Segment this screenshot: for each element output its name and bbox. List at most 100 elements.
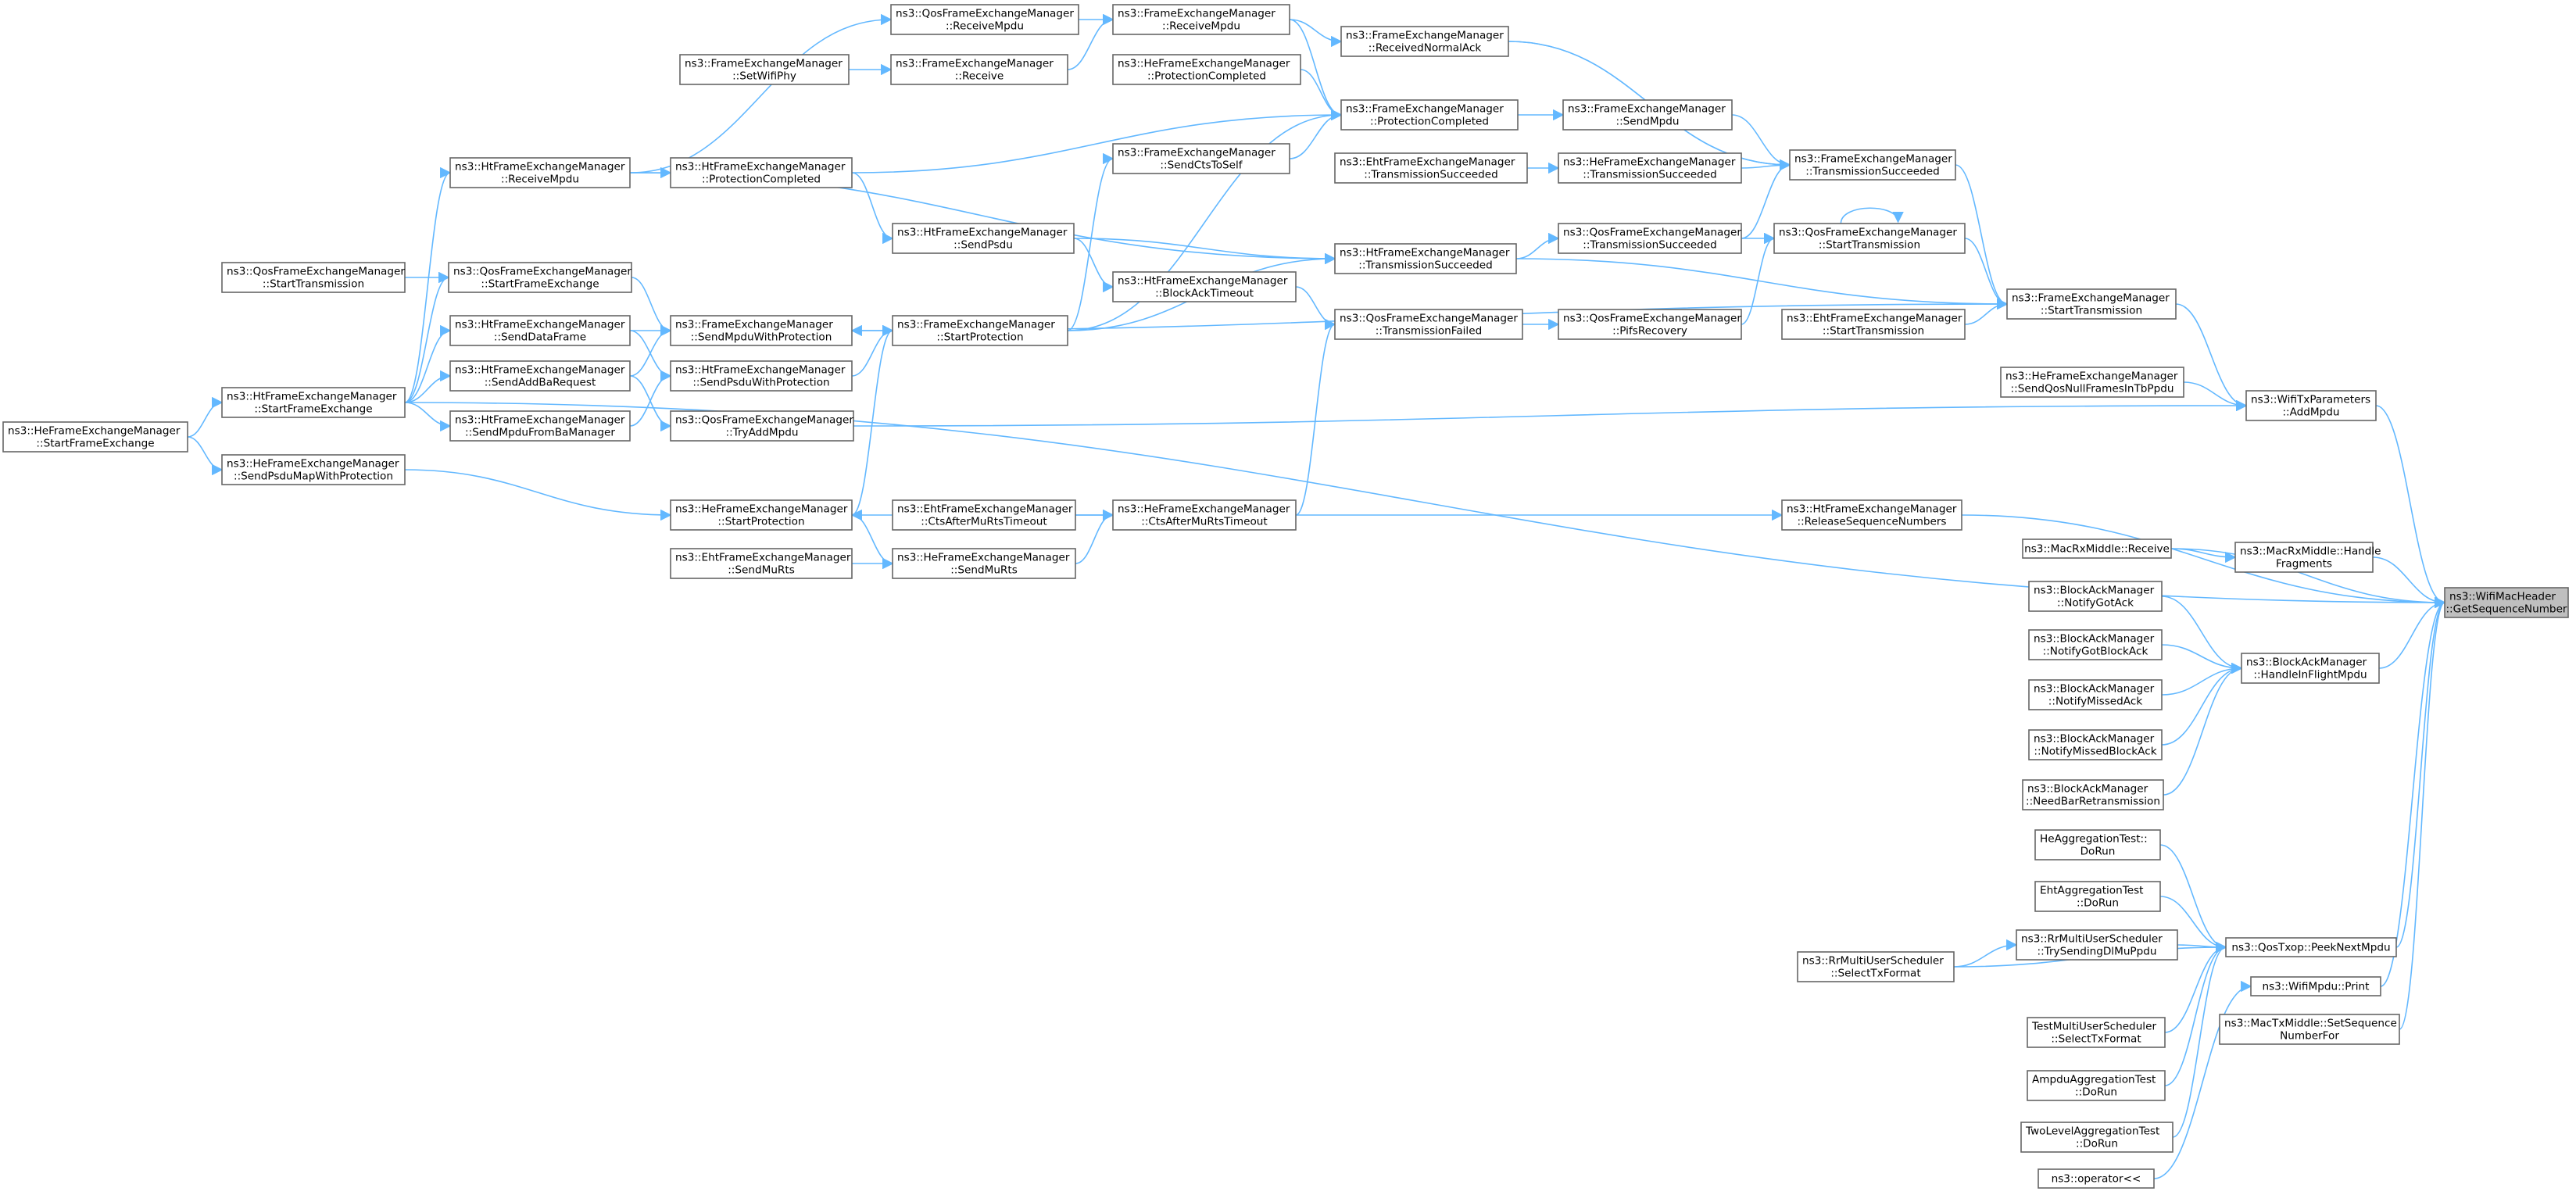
graph-node-fem-sp[interactable]: ns3::FrameExchangeManager::StartProtecti… bbox=[892, 315, 1068, 346]
edge-wtp-am-to-root bbox=[2375, 405, 2446, 609]
graph-node-ehtfem-camrt[interactable]: ns3::EhtFrameExchangeManager::CtsAfterMu… bbox=[892, 499, 1076, 531]
node-label-line: ns3::WifiMpdu::Print bbox=[2262, 981, 2369, 993]
graph-node-root[interactable]: ns3::WifiMacHeader::GetSequenceNumber bbox=[2444, 587, 2569, 618]
graph-node-rrmus-tsdmp[interactable]: ns3::RrMultiUserScheduler::TrySendingDlM… bbox=[2016, 929, 2178, 961]
edge-htfem-sfe-to-qfem-sfe bbox=[404, 271, 450, 403]
graph-node-qfem-tam[interactable]: ns3::QosFrameExchangeManager::TryAddMpdu bbox=[670, 410, 854, 442]
graph-node-qfem-pifs[interactable]: ns3::QosFrameExchangeManager::PifsRecove… bbox=[1558, 309, 1742, 340]
graph-node-fem-rmpdu[interactable]: ns3::FrameExchangeManager::ReceiveMpdu bbox=[1112, 4, 1290, 35]
graph-node-ehtat-dorun[interactable]: EhtAggregationTest::DoRun bbox=[2034, 881, 2161, 912]
graph-node-hefem-sp[interactable]: ns3::HeFrameExchangeManager::StartProtec… bbox=[670, 499, 853, 531]
graph-node-hefem-ts[interactable]: ns3::HeFrameExchangeManager::Transmissio… bbox=[1558, 152, 1742, 184]
graph-node-htfem-sendpsdu[interactable]: ns3::HtFrameExchangeManager::SendPsdu bbox=[892, 223, 1075, 254]
graph-node-rrmus-stf[interactable]: ns3::RrMultiUserScheduler::SelectTxForma… bbox=[1797, 951, 1955, 982]
edge-htfem-bat-to-qfem-tf bbox=[1295, 286, 1336, 331]
graph-node-hefem-spmwp[interactable]: ns3::HeFrameExchangeManager::SendPsduMap… bbox=[221, 454, 406, 485]
graph-node-bam-nbr[interactable]: ns3::BlockAckManager::NeedBarRetransmiss… bbox=[2022, 779, 2164, 810]
graph-node-qtxop-pnm[interactable]: ns3::QosTxop::PeekNextMpdu bbox=[2225, 937, 2397, 957]
node-box bbox=[2022, 538, 2172, 559]
edge-htfem-saddba-to-qfem-tam bbox=[629, 375, 672, 432]
graph-node-htfem-bat[interactable]: ns3::HtFrameExchangeManager::BlockAckTim… bbox=[1112, 271, 1297, 302]
graph-node-bam-ngba[interactable]: ns3::BlockAckManager::NotifyGotBlockAck bbox=[2028, 629, 2163, 660]
node-box bbox=[892, 223, 1075, 254]
graph-node-fem-sendmpdu[interactable]: ns3::FrameExchangeManager::SendMpdu bbox=[1562, 99, 1733, 131]
graph-node-ehtfem-st[interactable]: ns3::EhtFrameExchangeManager::StartTrans… bbox=[1781, 309, 1966, 340]
graph-node-bam-hifm[interactable]: ns3::BlockAckManager::HandleInFlightMpdu bbox=[2241, 653, 2380, 684]
graph-node-htfem-sdf[interactable]: ns3::HtFrameExchangeManager::SendDataFra… bbox=[449, 315, 631, 346]
graph-node-qfem-st2[interactable]: ns3::QosFrameExchangeManager::StartTrans… bbox=[221, 262, 406, 293]
graph-node-htfem-rmpdu[interactable]: ns3::HtFrameExchangeManager::ReceiveMpdu bbox=[449, 157, 631, 188]
node-box bbox=[1112, 499, 1297, 531]
graph-node-qfem-sfe[interactable]: ns3::QosFrameExchangeManager::StartFrame… bbox=[448, 262, 632, 293]
node-label-line: ns3::FrameExchangeManager bbox=[1346, 30, 1504, 42]
node-box bbox=[679, 54, 850, 85]
graph-node-fem-setphy[interactable]: ns3::FrameExchangeManager::SetWifiPhy bbox=[679, 54, 850, 85]
graph-node-hefem-camrt[interactable]: ns3::HeFrameExchangeManager::CtsAfterMuR… bbox=[1112, 499, 1297, 531]
node-label-line: ::ReceiveMpdu bbox=[501, 174, 579, 186]
graph-node-hefem-pc[interactable]: ns3::HeFrameExchangeManager::ProtectionC… bbox=[1112, 54, 1301, 85]
node-label-line: ns3::QosFrameExchangeManager bbox=[1779, 227, 1957, 239]
graph-node-tmus-stf[interactable]: TestMultiUserScheduler::SelectTxFormat bbox=[2027, 1017, 2166, 1048]
graph-node-htfem-smpdufba[interactable]: ns3::HtFrameExchangeManager::SendMpduFro… bbox=[449, 410, 631, 442]
graph-node-hefem-sfe[interactable]: ns3::HeFrameExchangeManager::StartFrameE… bbox=[2, 421, 188, 453]
graph-node-fem-smpduwp[interactable]: ns3::FrameExchangeManager::SendMpduWithP… bbox=[670, 315, 853, 346]
node-label-line: ns3::HtFrameExchangeManager bbox=[455, 319, 625, 331]
edge-htfem-rmpdu-to-qfem-rmpdu bbox=[629, 13, 893, 174]
graph-node-heat-dorun[interactable]: HeAggregationTest::DoRun bbox=[2034, 829, 2161, 860]
graph-node-fem-st[interactable]: ns3::FrameExchangeManager::StartTransmis… bbox=[2006, 288, 2177, 320]
graph-node-bam-nmba[interactable]: ns3::BlockAckManager::NotifyMissedBlockA… bbox=[2028, 729, 2163, 760]
graph-node-op-ll[interactable]: ns3::operator<< bbox=[2038, 1168, 2155, 1189]
graph-node-wmpdu-print[interactable]: ns3::WifiMpdu::Print bbox=[2250, 976, 2381, 996]
graph-node-tlat-dorun[interactable]: TwoLevelAggregationTest::DoRun bbox=[2020, 1122, 2174, 1153]
graph-node-htfem-spsduwp[interactable]: ns3::HtFrameExchangeManager::SendPsduWit… bbox=[670, 360, 853, 392]
graph-node-qfem-tf[interactable]: ns3::QosFrameExchangeManager::Transmissi… bbox=[1334, 309, 1523, 340]
node-label-line: ::SendPsduMapWithProtection bbox=[234, 470, 393, 483]
node-label-line: ::SendCtsToSelf bbox=[1160, 159, 1243, 172]
graph-node-htfem-pc[interactable]: ns3::HtFrameExchangeManager::ProtectionC… bbox=[670, 157, 853, 188]
edge-rrmus-stf-to-rrmus-tsdmp bbox=[1953, 939, 2018, 968]
graph-node-bam-nma[interactable]: ns3::BlockAckManager::NotifyMissedAck bbox=[2028, 679, 2163, 710]
node-label-line: ::NotifyGotBlockAck bbox=[2043, 646, 2148, 658]
node-label-line: ns3::HeFrameExchangeManager bbox=[227, 458, 399, 470]
edge-fem-recv-to-fem-rmpdu bbox=[1067, 13, 1114, 70]
graph-node-wtp-am[interactable]: ns3::WifiTxParameters::AddMpdu bbox=[2245, 390, 2377, 421]
graph-node-mrm-recv[interactable]: ns3::MacRxMiddle::Receive bbox=[2022, 538, 2172, 559]
node-label-line: ::DoRun bbox=[2077, 897, 2119, 910]
graph-node-ehtfem-ts[interactable]: ns3::EhtFrameExchangeManager::Transmissi… bbox=[1334, 152, 1528, 184]
node-label-line: TwoLevelAggregationTest bbox=[2025, 1125, 2159, 1138]
graph-node-bam-nga[interactable]: ns3::BlockAckManager::NotifyGotAck bbox=[2028, 581, 2163, 612]
graph-node-htfem-rsn[interactable]: ns3::HtFrameExchangeManager::ReleaseSequ… bbox=[1781, 499, 1962, 531]
graph-node-fem-ts[interactable]: ns3::FrameExchangeManager::TransmissionS… bbox=[1789, 149, 1956, 181]
node-label-line: ns3::WifiMacHeader bbox=[2449, 591, 2556, 603]
node-box bbox=[449, 410, 631, 442]
graph-node-htfem-sfe[interactable]: ns3::HtFrameExchangeManager::StartFrameE… bbox=[221, 387, 406, 418]
node-label-line: ::SelectTxFormat bbox=[1830, 968, 1920, 980]
graph-node-htfem-saddba[interactable]: ns3::HtFrameExchangeManager::SendAddBaRe… bbox=[449, 360, 631, 392]
graph-node-qfem-ts[interactable]: ns3::QosFrameExchangeManager::Transmissi… bbox=[1558, 223, 1742, 254]
graph-node-ehtfem-smr[interactable]: ns3::EhtFrameExchangeManager::SendMuRts bbox=[670, 548, 853, 579]
graph-node-ampdu-dorun[interactable]: AmpduAggregationTest::DoRun bbox=[2027, 1070, 2166, 1101]
node-label-line: ns3::FrameExchangeManager bbox=[1794, 153, 1952, 166]
node-label-line: ::SendMuRts bbox=[950, 564, 1018, 577]
graph-node-qfem-rmpdu[interactable]: ns3::QosFrameExchangeManager::ReceiveMpd… bbox=[890, 4, 1079, 35]
node-label-line: ::TryAddMpdu bbox=[725, 427, 798, 439]
node-box bbox=[221, 454, 406, 485]
edge-qfem-st-to-qfem-st bbox=[1840, 207, 1904, 224]
graph-node-htfem-ts[interactable]: ns3::HtFrameExchangeManager::Transmissio… bbox=[1334, 243, 1517, 274]
graph-node-fem-cts[interactable]: ns3::FrameExchangeManager::SendCtsToSelf bbox=[1112, 143, 1290, 174]
graph-node-fem-pc[interactable]: ns3::FrameExchangeManager::ProtectionCom… bbox=[1340, 99, 1519, 131]
edge-hefem-sp-to-hefem-smr bbox=[851, 514, 894, 570]
graph-node-fem-rnack[interactable]: ns3::FrameExchangeManager::ReceivedNorma… bbox=[1340, 26, 1509, 57]
node-label-line: ::SendPsduWithProtection bbox=[692, 377, 829, 389]
graph-node-hefem-sqos[interactable]: ns3::HeFrameExchangeManager::SendQosNull… bbox=[2000, 367, 2184, 398]
node-box bbox=[670, 315, 853, 346]
node-label-line: ns3::HtFrameExchangeManager bbox=[455, 161, 625, 174]
graph-node-qfem-st[interactable]: ns3::QosFrameExchangeManager::StartTrans… bbox=[1773, 223, 1966, 254]
node-label-line: ::SendQosNullFramesInTbPpdu bbox=[2011, 383, 2174, 395]
graph-node-fem-recv[interactable]: ns3::FrameExchangeManager::Receive bbox=[890, 54, 1068, 85]
graph-node-hefem-smr[interactable]: ns3::HeFrameExchangeManager::SendMuRts bbox=[892, 548, 1076, 579]
node-box bbox=[670, 499, 853, 531]
node-label-line: ns3::BlockAckManager bbox=[2034, 633, 2155, 646]
